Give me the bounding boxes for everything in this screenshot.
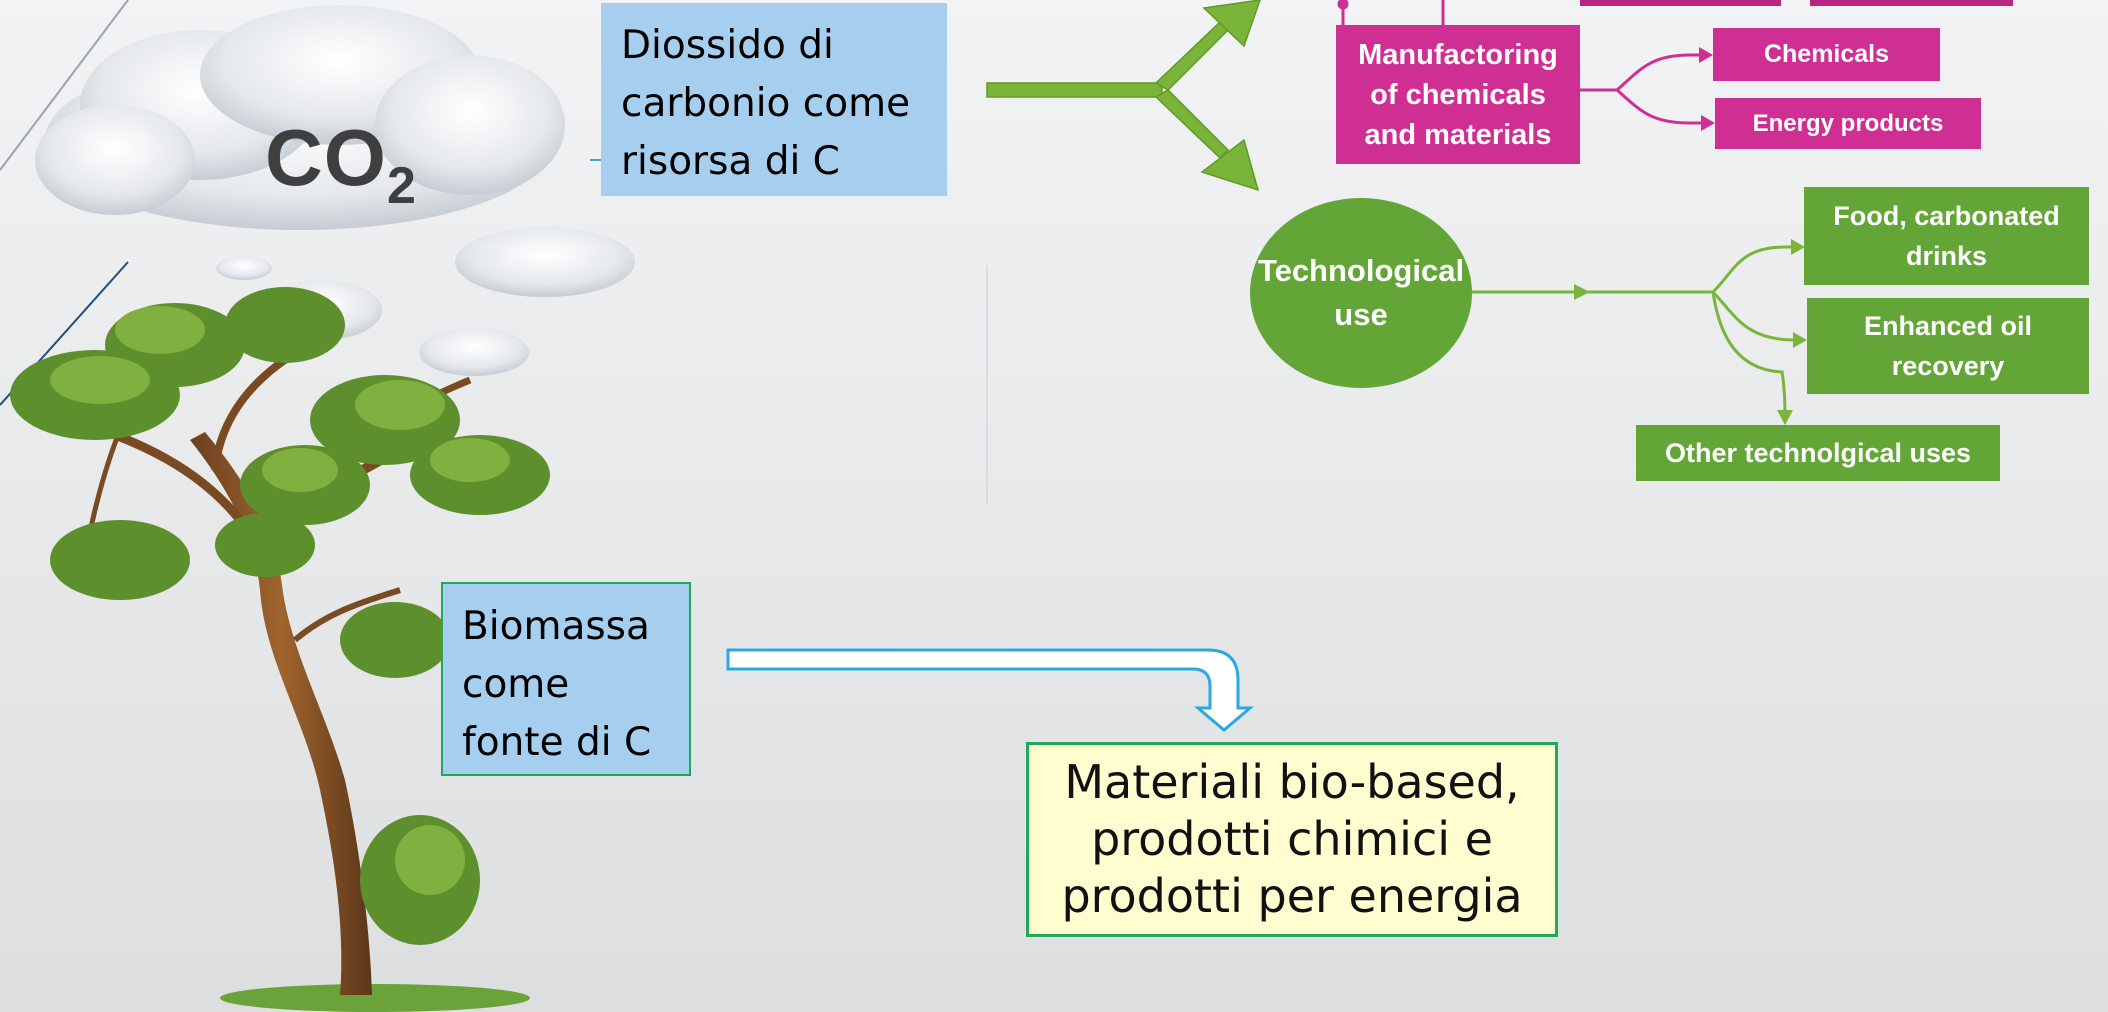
energy-products-label: Energy products [1752,109,1944,137]
top-magenta-bar [1580,0,1781,6]
arrowhead [1777,410,1793,425]
technological-label-line: use [1334,297,1388,332]
co2-text: CO [265,113,387,202]
co2-resource-line: risorsa di C [621,139,840,184]
arrowhead [1701,115,1715,131]
manufacturing-box: Manufactoring of chemicals and materials [1336,25,1580,164]
co2-resource-line: carbonio come [621,81,911,126]
co2-subscript: 2 [387,157,417,215]
enhanced-oil-recovery-box: Enhanced oil recovery [1807,298,2089,394]
arrowhead [1699,47,1713,63]
manufacturing-label-line: of chemicals [1370,78,1546,111]
bio-products-line: prodotti chimici e [1091,812,1493,866]
arrowhead [1574,284,1590,300]
arrowhead [1791,239,1805,255]
other-uses-label: Other technolgical uses [1664,437,1972,468]
tree-illustration [10,287,550,1012]
co2-resource-box: Diossido di carbonio come risorsa di C [601,3,947,196]
biomass-line: fonte di C [462,720,652,765]
oil-recovery-line: Enhanced oil [1863,311,2033,341]
bio-based-products-box: Materiali bio-based, prodotti chimici e … [1026,742,1558,937]
bio-products-line: Materiali bio-based, [1064,755,1520,809]
co2-fork-arrow [986,0,1261,192]
manufacturing-label-line: Manufactoring [1358,38,1558,71]
decor-line-top [0,0,129,171]
biomass-arrow [726,648,1255,732]
chemicals-box: Chemicals [1713,28,1940,81]
food-drinks-line: drinks [1905,241,1987,271]
bio-products-line: prodotti per energia [1061,869,1523,923]
chemicals-label: Chemicals [1763,40,1890,68]
food-drinks-box: Food, carbonated drinks [1804,187,2089,285]
manufacturing-connectors [1337,0,1705,125]
biomass-line: come [462,662,570,707]
technological-connectors [1472,245,1796,416]
biomass-box: Biomassa come fonte di C [441,582,691,776]
oil-recovery-line: recovery [1891,351,2005,381]
energy-products-box: Energy products [1715,98,1981,149]
arrowhead [1793,332,1807,348]
other-technological-uses-box: Other technolgical uses [1636,425,2000,481]
biomass-line: Biomassa [462,604,650,649]
top-magenta-bar [1810,0,2013,6]
technological-label-line: Technological [1257,253,1465,288]
co2-label: CO2 [265,112,417,216]
technological-use-oval: Technological use [1250,198,1472,388]
co2-resource-line: Diossido di [621,23,834,68]
manufacturing-label-line: and materials [1364,118,1552,151]
food-drinks-line: Food, carbonated [1833,201,2060,231]
